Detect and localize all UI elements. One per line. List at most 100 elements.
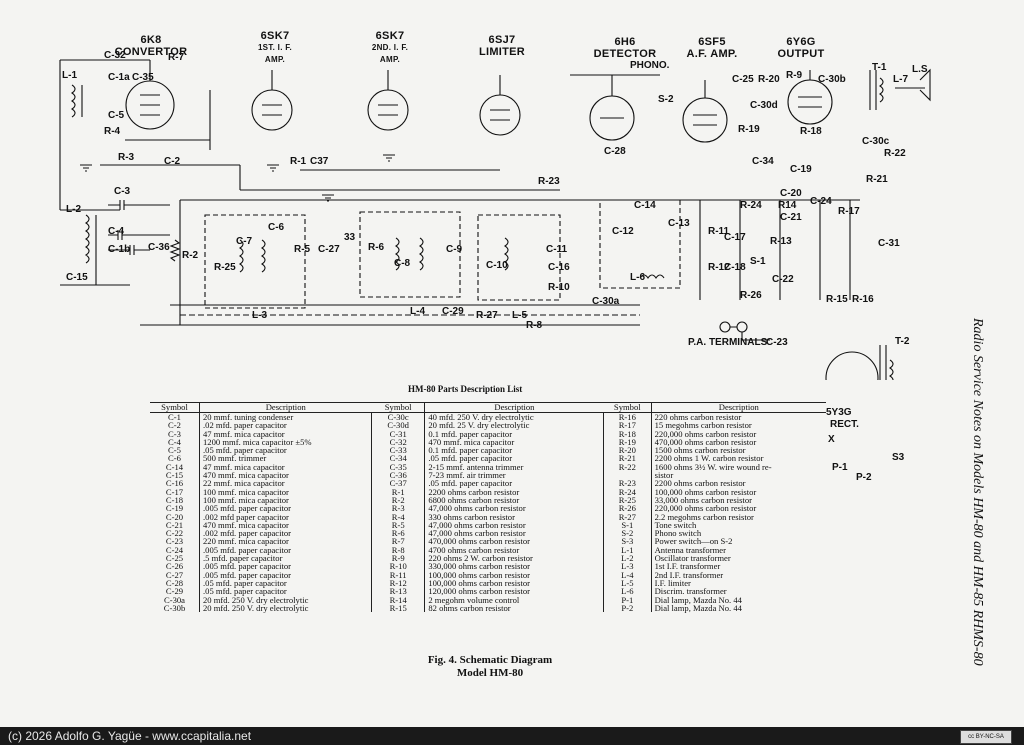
part-symbol: C-28 [150,578,200,587]
part-symbol: R-3 [372,504,426,513]
part-symbol: C-29 [150,587,200,596]
part-symbol: R-15 [372,603,426,612]
part-symbol: C-32 [372,437,426,446]
part-symbol: R-16 [604,412,652,422]
parts-row: sistor [604,471,826,480]
part-designator: P-2 [856,472,872,483]
part-description: 2200 ohms carbon resistor [654,478,746,489]
tube-function: OUTPUT [777,48,825,60]
part-description: 15 megohms carbon resistor [654,420,752,431]
part-description: .5 mfd. paper capacitor [199,554,372,563]
tube-function: 2ND. I. F. [371,43,409,52]
part-description: Phono switch [654,528,702,539]
part-description: 20 mfd. 250 V. dry electrolytic [199,595,372,604]
part-designator: C-10 [486,260,508,271]
part-designator: C-7 [236,236,253,247]
part-designator: C-30b [818,74,846,85]
part-designator: C-36 [148,242,170,253]
part-designator: P-1 [832,462,848,473]
part-symbol: R-1 [372,487,426,496]
part-designator: R-23 [538,176,560,187]
part-symbol: C-22 [150,529,200,538]
part-description: 470 mmf. mica capacitor [424,437,604,446]
part-designator: R-25 [214,262,236,273]
part-description: 220 mmf. mica capacitor [199,537,372,546]
part-designator: C-12 [612,226,634,237]
part-designator: R-19 [738,124,760,135]
part-symbol: C-4 [150,437,200,446]
part-designator: C-29 [442,306,464,317]
part-symbol: R-9 [372,554,426,563]
part-description: 470,000 ohms carbon resistor [424,537,604,546]
part-description: .005 mfd. paper capacitor [199,570,372,579]
part-symbol: C-26 [150,562,200,571]
part-symbol: R-21 [604,454,652,463]
part-designator: C-30d [750,100,778,111]
part-description: 6800 ohms carbon resistor [424,496,604,504]
part-designator: C-8 [394,258,411,269]
tube-function: 1ST. I. F. [257,43,293,52]
part-description: 20 mmf. tuning condenser [199,412,372,422]
parts-row: C-28.05 mfd. paper capacitor [150,578,372,587]
part-symbol: L-3 [604,562,652,571]
part-symbol: R-10 [372,562,426,571]
tube-type: 6Y6G [786,36,816,48]
part-symbol: R-7 [372,537,426,546]
part-description: 40 mfd. 250 V. dry electrolytic [424,412,604,422]
part-designator: C-30c [862,136,890,147]
part-designator: C-24 [810,196,832,207]
part-designator: R-4 [104,126,121,137]
part-description: 82 ohms carbon resistor [424,603,604,612]
part-description: 47 mmf. mica capacitor [199,429,372,438]
part-designator: C-19 [790,164,812,175]
part-description: 100,000 ohms carbon resistor [654,486,757,497]
part-symbol: C-5 [150,446,200,455]
part-symbol: R-23 [604,479,652,488]
part-designator: R-8 [526,320,543,331]
tube-function-2: AMP. [264,55,286,64]
part-description: 470 mmf. mica capacitor [199,471,372,480]
part-designator: C37 [310,156,329,167]
part-symbol: C-30b [150,603,200,612]
part-description: 2-15 mmf. antenna trimmer [424,462,604,471]
part-description: 20 mfd. 250 V. dry electrolytic [199,603,372,612]
part-designator: C-1a [108,72,130,83]
part-designator: C-32 [104,50,126,61]
part-description: .005 mfd. paper capacitor [199,504,372,513]
part-description: .05 mfd. paper capacitor [199,587,372,596]
part-symbol: L-1 [604,545,652,554]
part-description: 2 megohm volume control [424,595,604,604]
part-designator: R-13 [770,236,792,247]
part-description: 220,000 ohms carbon resistor [654,428,757,439]
part-designator: C-23 [766,337,788,348]
part-description: Antenna transformer [654,544,726,555]
part-designator: C-25 [732,74,754,85]
part-designator: S-2 [658,94,674,105]
side-title: Radio Service Notes on Models HM-80 and … [970,318,985,666]
part-designator: C-22 [772,274,794,285]
parts-row: C-29.05 mfd. paper capacitor [150,587,372,596]
part-description: 47 mmf. mica capacitor [199,462,372,471]
part-description: Dial lamp, Mazda No. 44 [654,602,742,613]
parts-row: C-25.5 mfd. paper capacitor [150,554,372,563]
tube-function: A.F. AMP. [686,48,738,60]
part-symbol: C-30c [372,412,426,422]
part-designator: R-15 [826,294,848,305]
parts-row: C-20.002 mfd paper capacitor [150,512,372,521]
